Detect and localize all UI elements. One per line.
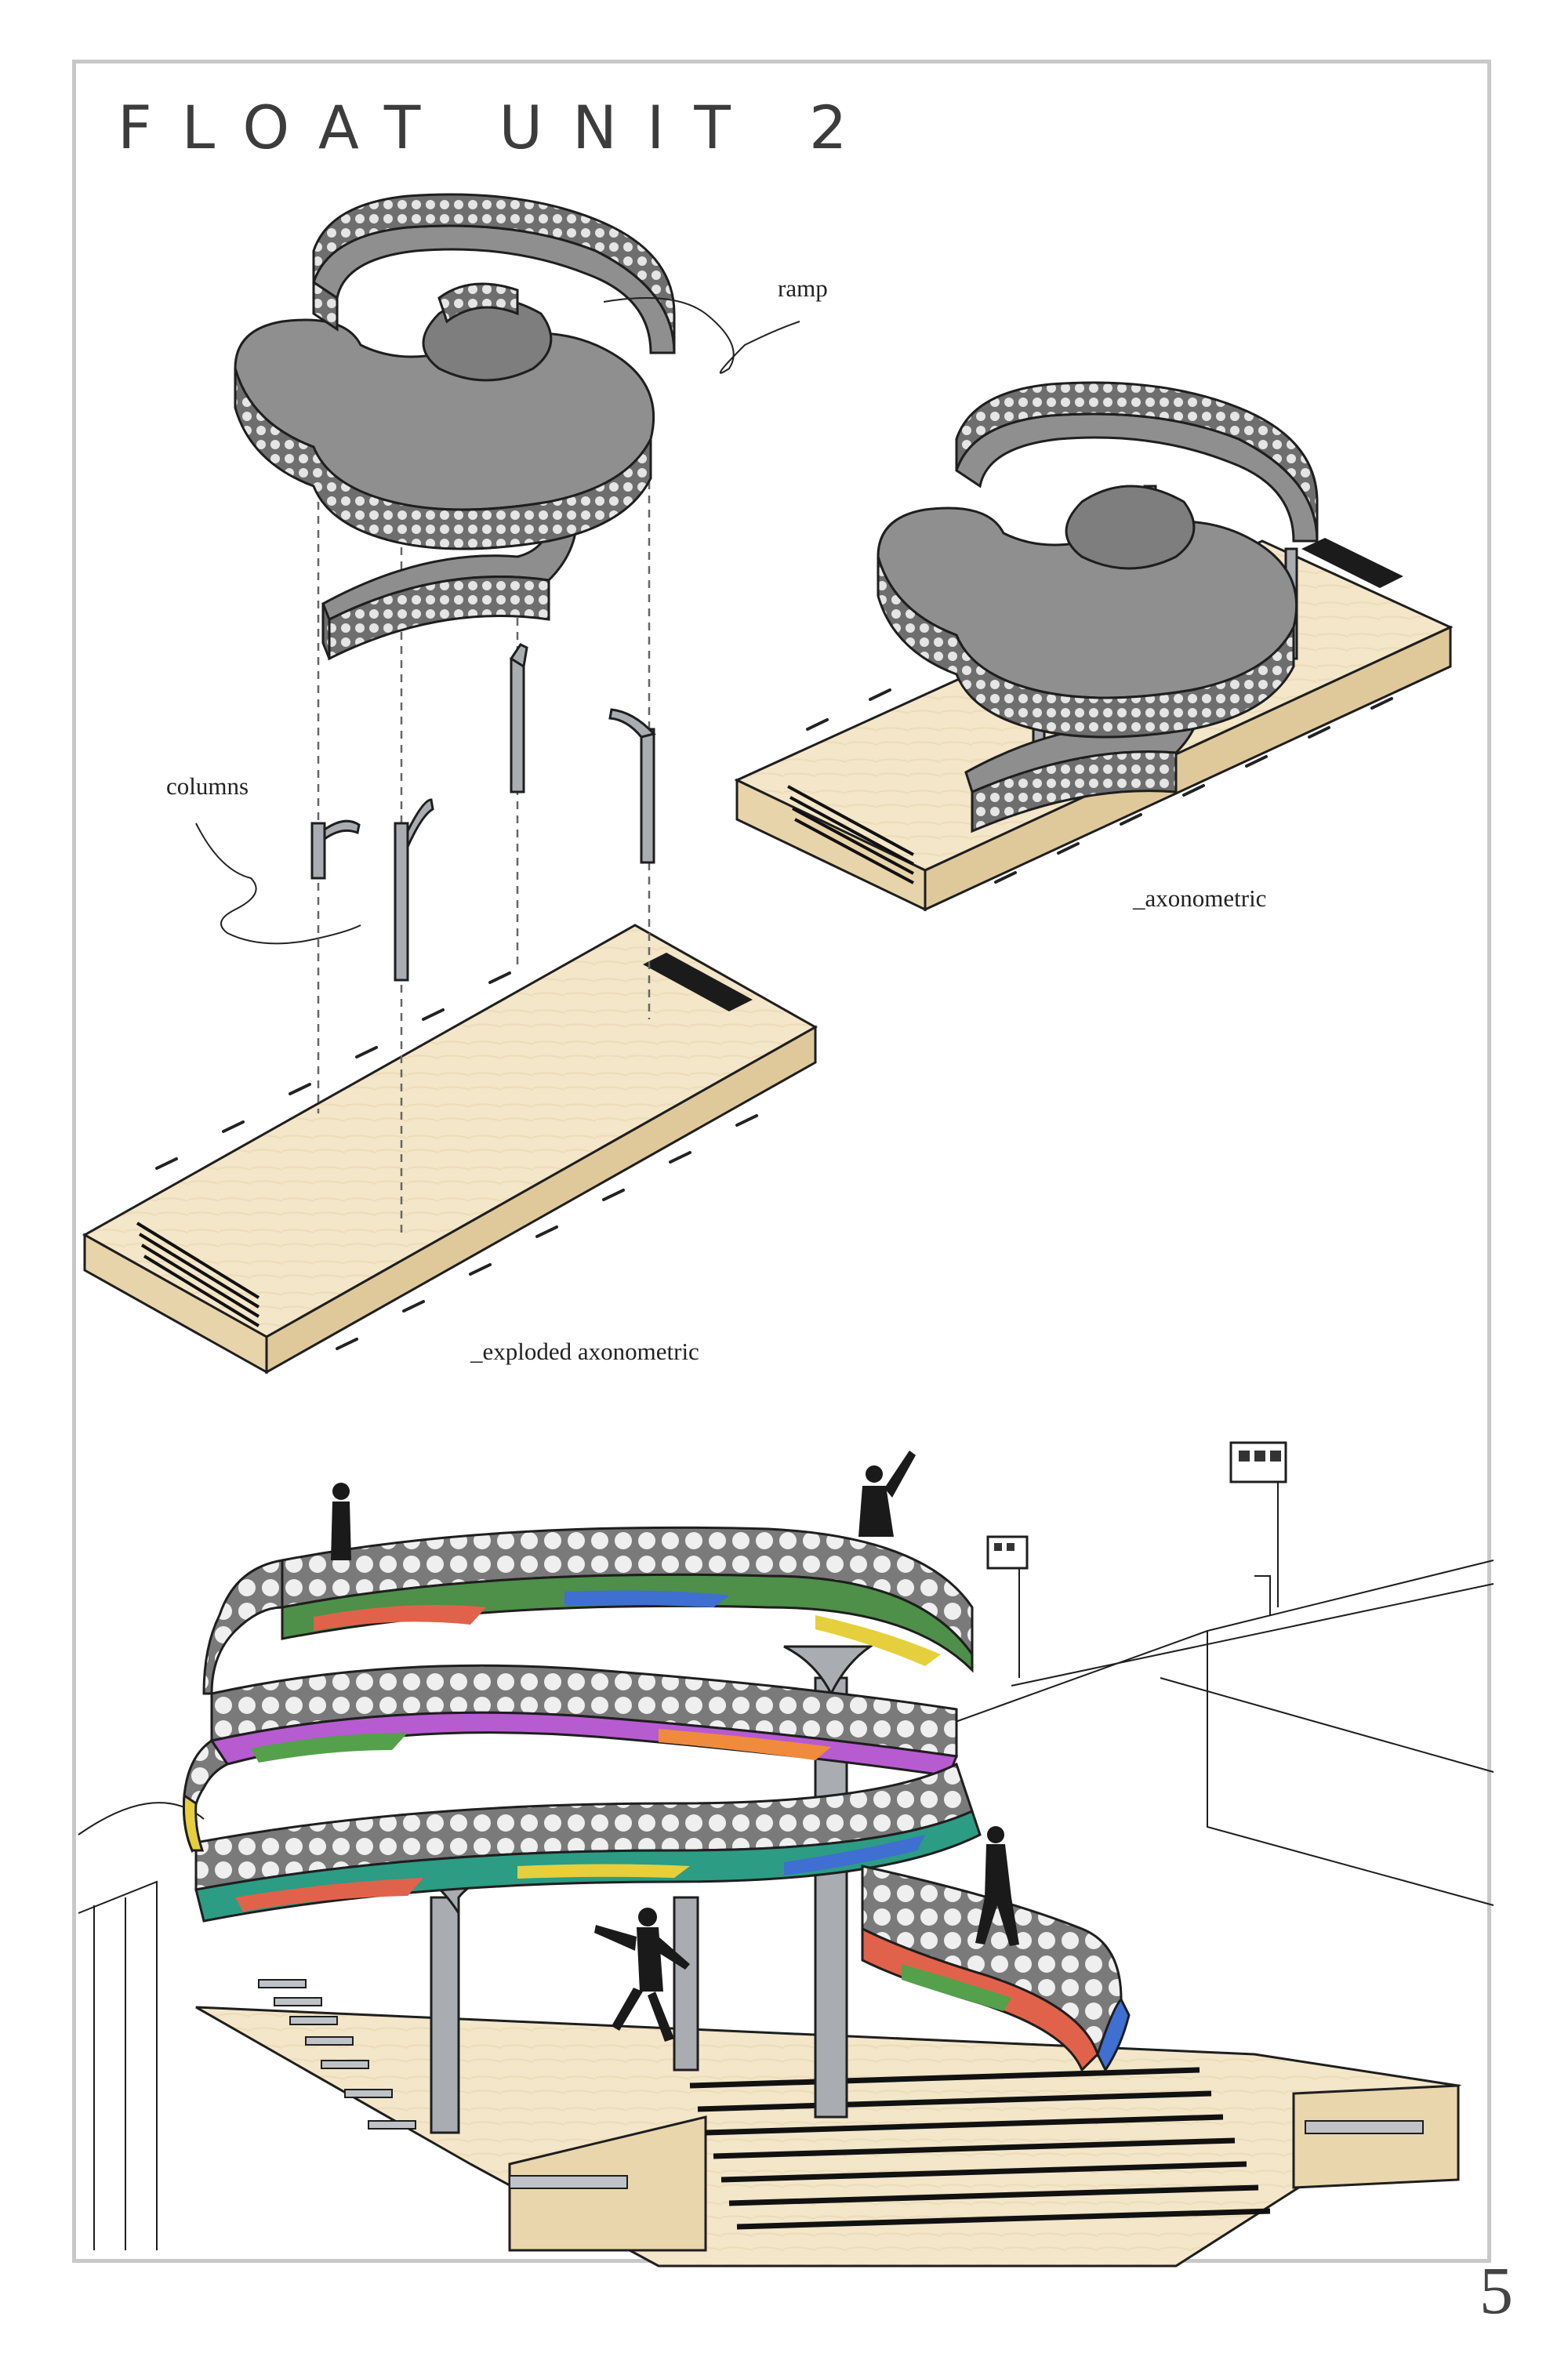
people-silhouettes [331,1451,1019,2042]
person-silhouette [331,1483,351,1560]
axonometric-drawing [734,381,1454,912]
columns-label: columns [166,772,249,800]
exploded-ramp [234,193,676,661]
person-silhouette [975,1826,1019,1946]
render-deck [195,1979,1462,2268]
floodlight [986,1441,1287,1570]
person-silhouette [594,1908,690,2042]
exploded-columns [310,643,656,982]
ramp-label: ramp [778,274,828,302]
page-title: FLOAT UNIT 2 [118,93,877,162]
exploded-axonometric-drawing [82,193,818,1374]
axo-ramp [877,381,1319,833]
person-silhouette [858,1451,916,1537]
exploded-axonometric-label: _exploded axonometric [470,1338,699,1365]
page-number: 5 [1479,2253,1513,2328]
perspective-render [78,1441,1494,2268]
exploded-deck [82,924,818,1374]
render-ramp [182,1526,1131,2072]
axonometric-label: _axonometric [1133,884,1267,912]
